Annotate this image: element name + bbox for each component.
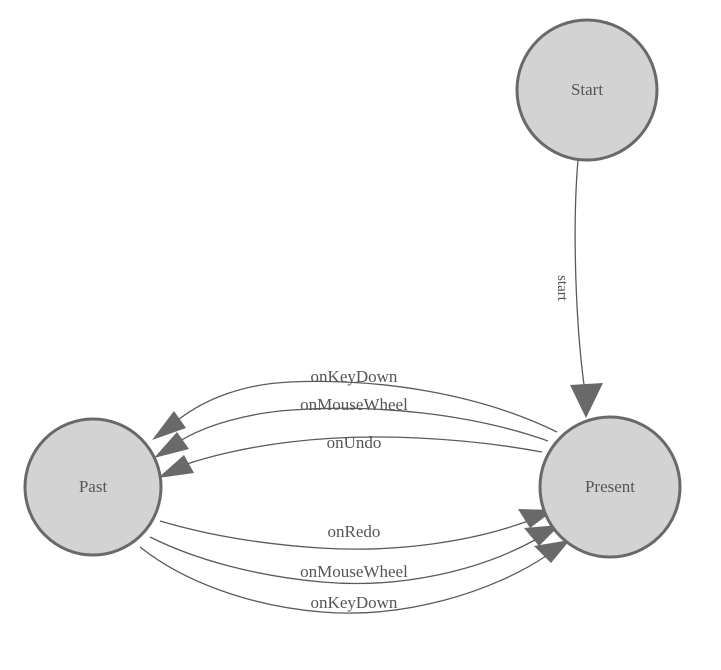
edge-present-to-past-onkeydown-path [177,380,558,433]
edge-present-to-past-onkeydown-arrowhead [152,411,186,440]
node-present-label: Present [585,477,635,496]
edge-present-to-past-onundo-path [183,436,543,466]
node-past-label: Past [79,477,108,496]
node-start-circle [515,18,659,162]
edge-past-to-present-onmousewheel-arrowhead [524,525,560,546]
edge-present-to-past-onmousewheel-path [179,407,549,442]
edge-label-present-past-onkeydown: onKeyDown [311,367,398,386]
edge-start-to-present-path [574,159,586,393]
edge-start-to-present-arrowhead [570,383,603,418]
node-present-circle [538,415,682,559]
edge-label-past-present-onmousewheel: onMouseWheel [300,562,408,581]
edge-label-past-present-onkeydown: onKeyDown [311,593,398,612]
node-start-label: Start [571,80,603,99]
edge-present-to-past-onundo[interactable]: onUndo [158,433,543,478]
edge-past-to-present-onmousewheel-path [149,536,536,585]
edge-label-present-past-onmousewheel: onMouseWheel [300,395,408,414]
edge-past-to-present-onkeydown[interactable]: onKeyDown [139,540,570,614]
node-present[interactable]: Present [538,415,682,559]
edge-past-to-present-onredo[interactable]: onRedo [159,509,554,550]
edge-label-past-present-onredo: onRedo [328,522,381,541]
node-start[interactable]: Start [515,18,659,162]
edge-present-to-past-onmousewheel[interactable]: onMouseWheel [154,395,549,458]
edge-past-to-present-onkeydown-arrowhead [534,540,570,563]
node-past[interactable]: Past [23,417,163,557]
edge-present-to-past-onkeydown[interactable]: onKeyDown [152,367,558,440]
edge-present-to-past-onundo-arrowhead [158,455,194,478]
edge-start-to-present[interactable]: start [554,159,603,418]
edge-past-to-present-onkeydown-path [139,546,547,614]
node-past-circle [23,417,163,557]
edge-past-to-present-onredo-path [159,520,529,550]
edge-present-to-past-onmousewheel-arrowhead [154,432,189,458]
edge-label-start: start [554,275,570,302]
edge-past-to-present-onmousewheel[interactable]: onMouseWheel [149,525,560,585]
edge-label-present-past-onundo: onUndo [327,433,382,452]
